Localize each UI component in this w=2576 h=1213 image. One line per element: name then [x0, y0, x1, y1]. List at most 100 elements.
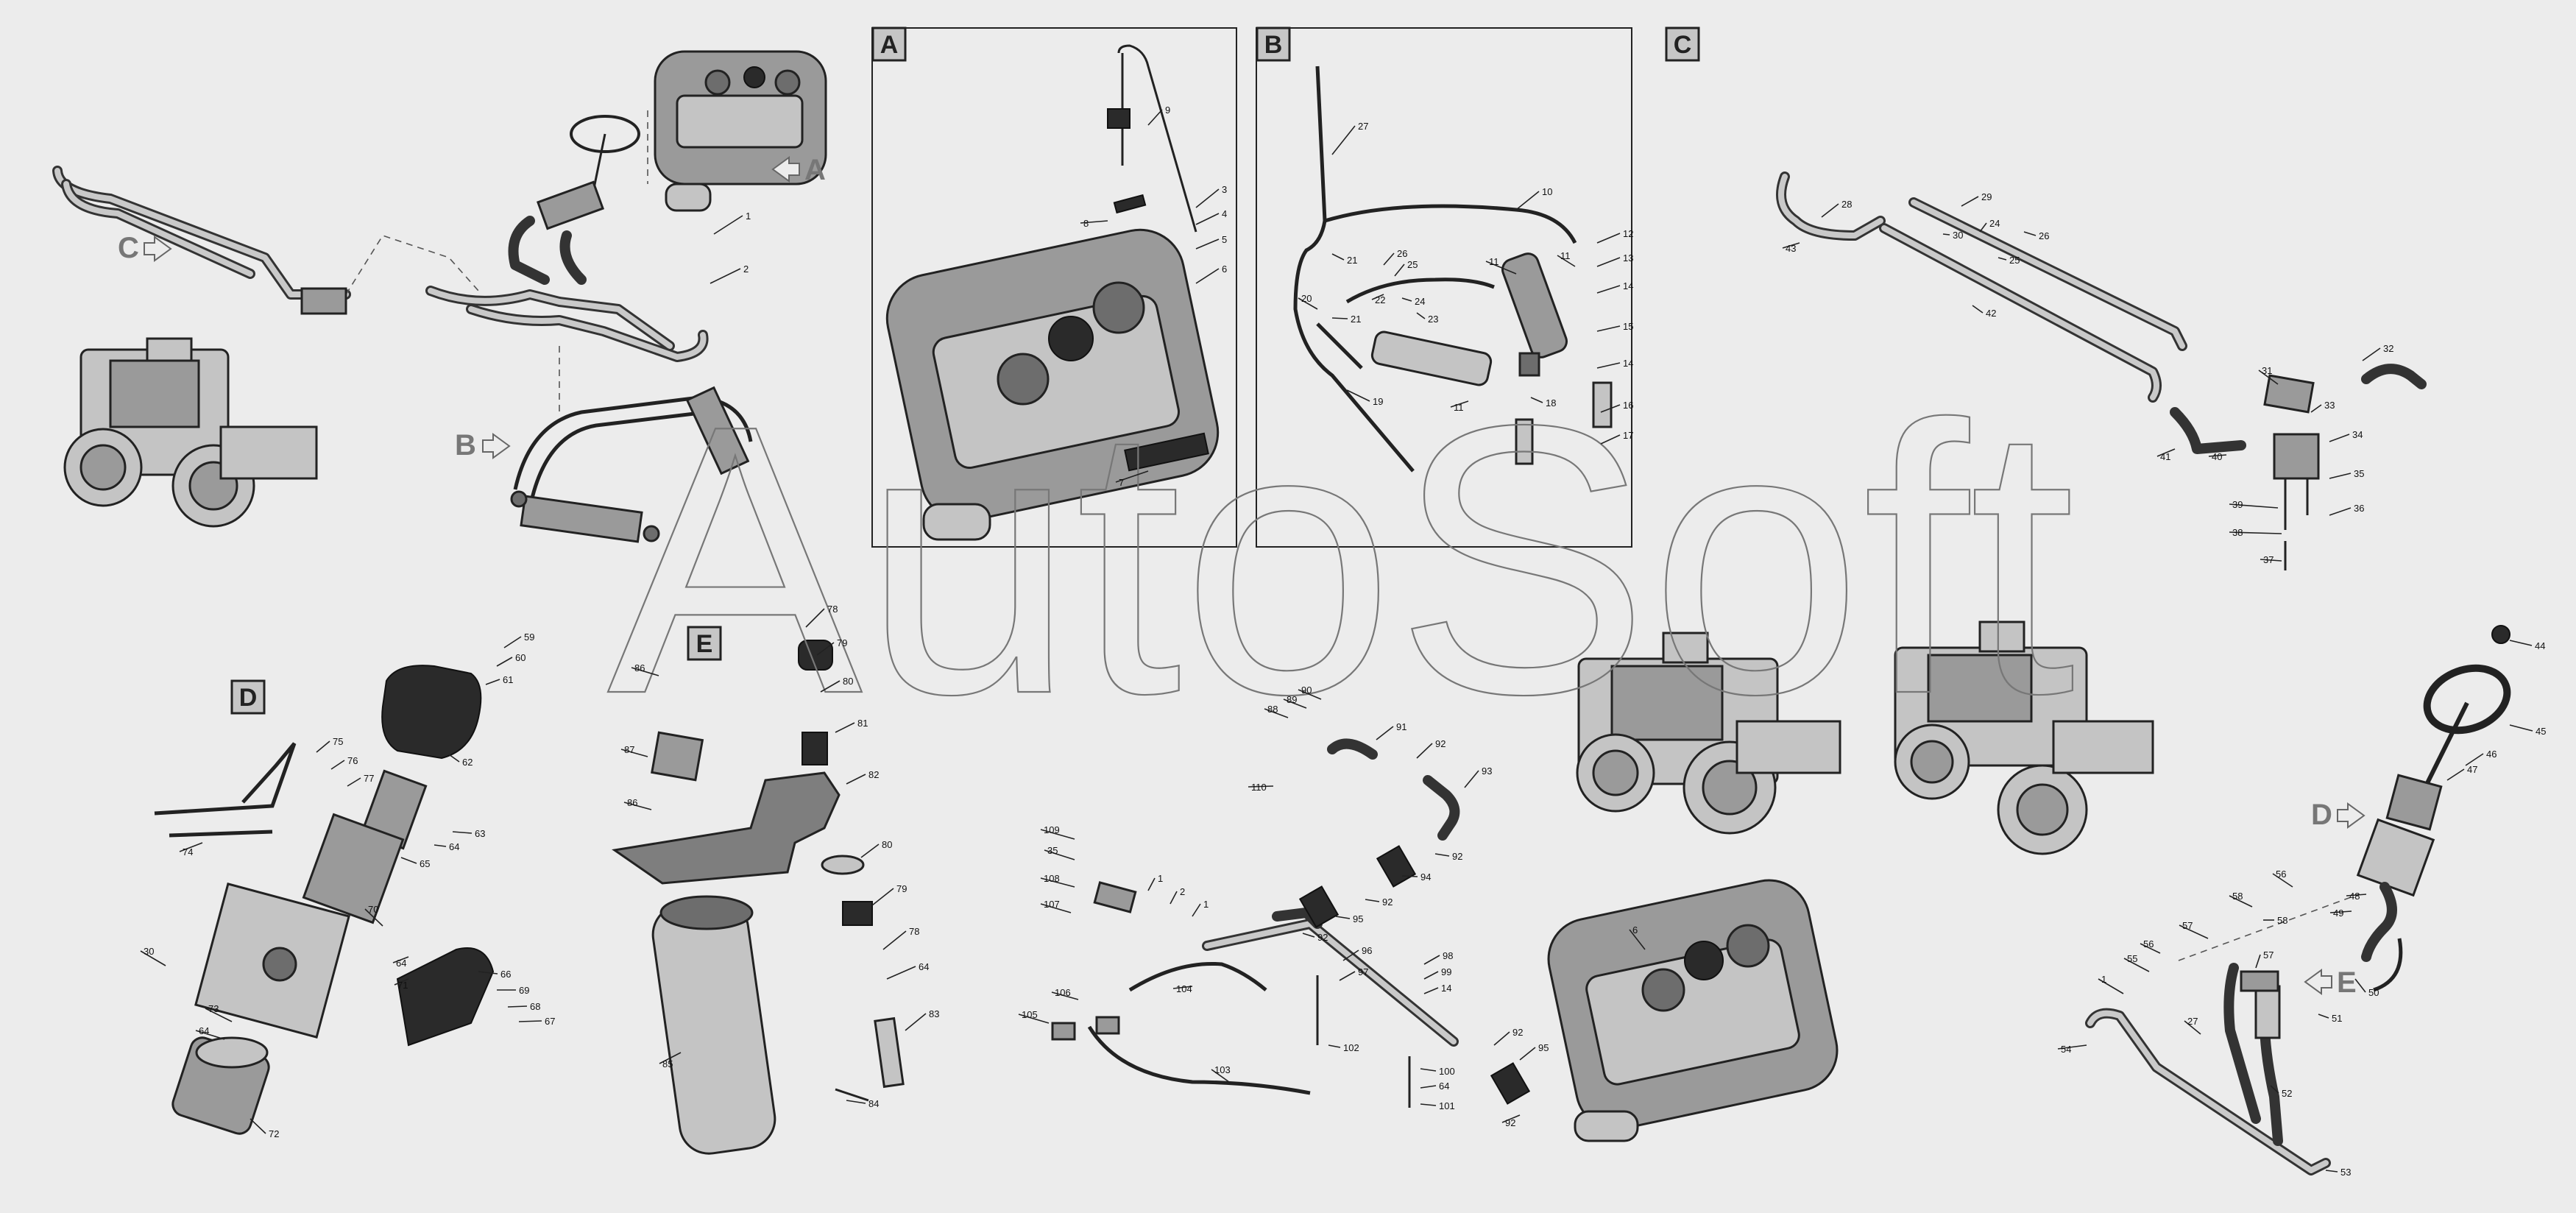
part-number: 103	[1214, 1064, 1231, 1075]
part-number: 57	[2182, 920, 2193, 931]
leader-line	[1172, 986, 1193, 989]
part-label-64: 64	[392, 956, 409, 969]
leader-line	[835, 722, 855, 733]
part-label-56: 56	[2272, 869, 2293, 888]
part-label-9: 9	[1147, 105, 1170, 126]
leader-line	[1979, 222, 1987, 233]
part-label-103: 103	[1211, 1064, 1231, 1083]
part-number: 10	[1542, 186, 1552, 197]
part-label-51: 51	[2318, 1013, 2342, 1024]
section-label-e: E	[687, 626, 722, 661]
part-label-65: 65	[400, 857, 430, 869]
part-number: 14	[1623, 358, 1633, 369]
leader-line	[1420, 1103, 1437, 1106]
leader-line	[1195, 213, 1220, 225]
leader-line	[179, 842, 203, 852]
part-number: 81	[857, 718, 868, 729]
part-label-3: 3	[1195, 184, 1227, 208]
part-number: 42	[1986, 308, 1996, 319]
leader-line	[1401, 875, 1418, 877]
part-label-8: 8	[1080, 218, 1108, 229]
leader-line	[2509, 724, 2533, 732]
part-number: 55	[2127, 953, 2137, 964]
part-number: 3	[1222, 184, 1227, 195]
part-number: 85	[662, 1058, 673, 1069]
leader-line	[1557, 255, 1576, 267]
part-number: 92	[1317, 932, 1328, 943]
leader-line	[1248, 785, 1274, 788]
part-label-63: 63	[452, 828, 485, 839]
part-label-27: 27	[2184, 1016, 2201, 1035]
part-label-69: 69	[497, 985, 529, 996]
leader-line	[816, 642, 835, 656]
part-label-79: 79	[816, 637, 847, 656]
leader-line	[518, 1020, 542, 1022]
part-label-21: 21	[1331, 314, 1361, 325]
part-number: 66	[500, 969, 511, 980]
section-d-letter: D	[239, 684, 258, 712]
part-label-80: 80	[820, 676, 853, 693]
part-number: 92	[1505, 1117, 1515, 1128]
part-number: 96	[1362, 945, 1372, 956]
part-label-95: 95	[1519, 1042, 1549, 1061]
part-label-101: 101	[1420, 1100, 1455, 1111]
part-number: 80	[843, 676, 853, 687]
leader-line	[1331, 317, 1348, 319]
part-number: 91	[1396, 721, 1406, 732]
leader-line	[496, 657, 513, 667]
leader-line	[1596, 325, 1621, 332]
watermark: AutoSoft	[607, 346, 2076, 774]
leader-line	[507, 1005, 528, 1008]
leader-line	[448, 754, 460, 763]
leader-line	[886, 966, 916, 980]
leader-line	[882, 930, 907, 950]
leader-line	[1371, 294, 1384, 300]
part-number: 78	[827, 604, 838, 615]
part-number: 61	[503, 674, 513, 685]
part-number: 53	[2340, 1167, 2351, 1178]
part-label-64: 64	[434, 841, 459, 852]
part-number: 17	[1623, 430, 1633, 441]
part-label-73: 73	[205, 1003, 233, 1022]
part-number: 6	[1632, 924, 1638, 936]
part-label-105: 105	[1018, 1009, 1050, 1024]
leader-line	[1040, 829, 1075, 840]
part-label-52: 52	[2270, 1085, 2292, 1099]
leader-line	[846, 1100, 866, 1104]
part-number: 38	[2232, 527, 2243, 538]
leader-line	[1596, 285, 1621, 294]
part-number: 13	[1623, 252, 1633, 264]
leader-line	[392, 956, 409, 963]
section-c-letter: C	[1674, 31, 1692, 59]
part-label-31: 31	[2258, 365, 2279, 385]
part-label-54: 54	[2057, 1044, 2087, 1055]
part-label-91: 91	[1376, 721, 1406, 740]
leader-line	[1018, 1014, 1050, 1024]
part-label-62: 62	[448, 754, 473, 768]
part-label-83: 83	[905, 1008, 939, 1031]
part-label-92: 92	[1501, 1114, 1521, 1128]
section-e-letter: E	[696, 630, 713, 658]
part-number: 30	[144, 946, 154, 957]
part-label-79: 79	[871, 883, 907, 906]
leader-line	[2023, 231, 2037, 236]
leader-line	[140, 950, 166, 966]
part-number: 4	[1222, 208, 1227, 219]
part-label-46: 46	[2465, 749, 2497, 766]
leader-line	[1493, 1031, 1510, 1046]
leader-line	[1283, 699, 1307, 709]
part-number: 86	[634, 662, 645, 673]
leader-line	[1080, 220, 1108, 224]
part-label-25: 25	[1394, 259, 1418, 277]
leader-line	[330, 760, 345, 770]
part-label-4: 4	[1195, 208, 1227, 225]
part-label-70: 70	[364, 904, 383, 927]
leader-line	[2270, 1085, 2279, 1094]
part-number: 64	[919, 961, 929, 972]
leader-line	[1195, 238, 1220, 250]
part-label-64: 64	[195, 1025, 225, 1040]
leader-line	[710, 268, 741, 284]
leader-line	[1339, 971, 1356, 981]
